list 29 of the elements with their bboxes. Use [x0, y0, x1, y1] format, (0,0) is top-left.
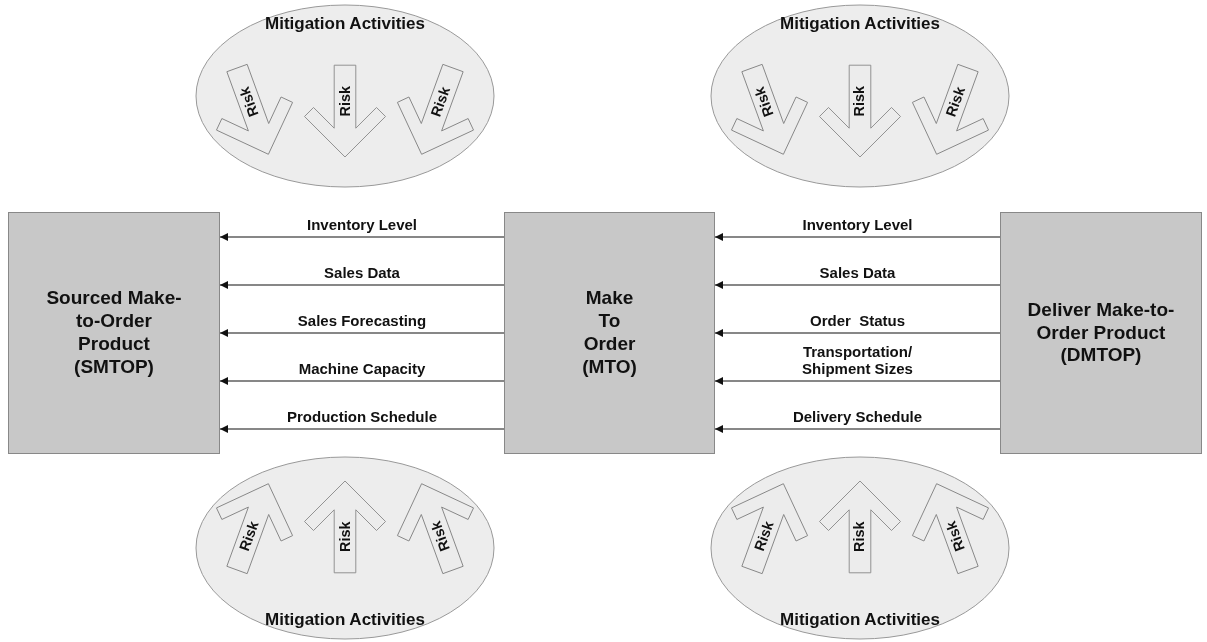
- risk-label: Risk: [942, 519, 969, 554]
- risk-label: Risk: [751, 84, 778, 119]
- process-box: Sourced Make-to-Order Product (SMTOP): [8, 212, 220, 454]
- arrow: [219, 425, 505, 433]
- arrow: [714, 233, 1001, 241]
- arrow: [219, 281, 505, 289]
- ellipse-title: Mitigation Activities: [264, 610, 426, 630]
- ellipse-title: Mitigation Activities: [779, 610, 941, 630]
- risk-label: Risk: [851, 86, 869, 117]
- arrow: [219, 233, 505, 241]
- risk-label: Risk: [336, 86, 354, 117]
- risk-label: Risk: [336, 521, 354, 552]
- arrow: [714, 377, 1001, 385]
- risk-label: Risk: [427, 84, 454, 119]
- process-box: Deliver Make-to-Order Product (DMTOP): [1000, 212, 1202, 454]
- risk-label: Risk: [942, 84, 969, 119]
- process-box: Make To Order (MTO): [504, 212, 715, 454]
- risk-label: Risk: [851, 521, 869, 552]
- ellipse-title: Mitigation Activities: [779, 14, 941, 34]
- risk-label: Risk: [751, 519, 778, 554]
- arrow: [714, 281, 1001, 289]
- arrow: [714, 425, 1001, 433]
- risk-label: Risk: [236, 519, 263, 554]
- risk-label: Risk: [236, 84, 263, 119]
- arrow: [219, 377, 505, 385]
- ellipse-title: Mitigation Activities: [264, 14, 426, 34]
- arrow: [219, 329, 505, 337]
- risk-label: Risk: [427, 519, 454, 554]
- arrow: [714, 329, 1001, 337]
